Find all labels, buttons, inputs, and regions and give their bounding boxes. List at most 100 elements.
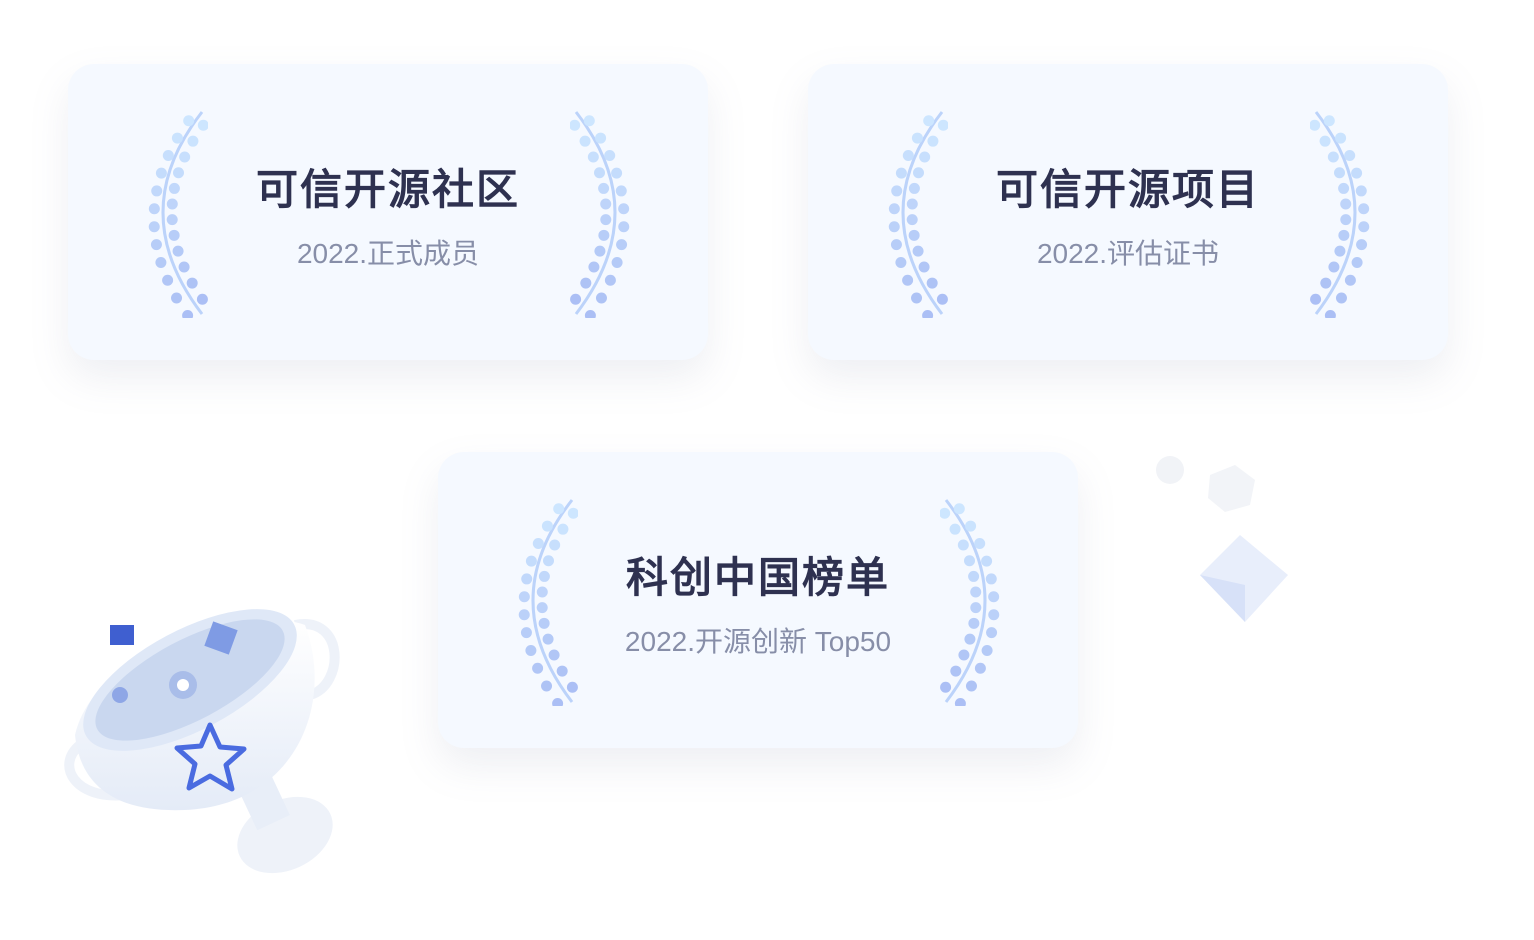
laurel-leaf	[171, 132, 183, 144]
laurel-leaf	[604, 274, 616, 286]
laurel-leaf	[566, 681, 578, 693]
laurel-leaf	[196, 293, 208, 305]
laurel-leaf	[1351, 256, 1363, 268]
laurel-leaf	[926, 277, 938, 289]
laurel-leaf	[927, 135, 939, 147]
laurel-leaf	[520, 627, 532, 639]
laurel-leaf	[179, 151, 191, 163]
laurel-leaf	[1320, 277, 1332, 289]
laurel-leaf	[1340, 214, 1352, 226]
laurel-stem	[161, 111, 204, 315]
laurel-leaf	[532, 538, 544, 550]
laurel-leaf	[538, 570, 550, 582]
laurel-leaf	[168, 229, 180, 241]
award-subtitle: 2022.评估证书	[1036, 238, 1220, 269]
laurel-leaf	[584, 310, 596, 318]
laurel-leaf	[1334, 167, 1346, 179]
laurel-leaf	[567, 507, 578, 519]
laurel-leaf	[148, 221, 160, 233]
laurel-leaf	[895, 167, 907, 179]
laurel-leaf	[556, 665, 568, 677]
laurel-leaf	[981, 644, 993, 656]
laurel-leaf	[541, 680, 553, 692]
laurel-leaf	[923, 115, 935, 127]
laurel-leaf	[197, 119, 208, 131]
laurel-leaf	[178, 261, 190, 273]
laurel-leaf	[965, 680, 977, 692]
laurel-leaf	[162, 150, 174, 162]
laurel-leaf	[888, 221, 900, 233]
laurel-leaf	[902, 150, 914, 162]
laurel-leaf	[958, 649, 970, 661]
laurel-leaf	[974, 662, 986, 674]
laurel-leaf	[1319, 135, 1331, 147]
laurel-leaf	[536, 586, 548, 598]
laurel-leaf	[525, 555, 537, 567]
laurel-leaf	[912, 167, 924, 179]
laurel-leaf	[532, 662, 544, 674]
laurel-leaf	[548, 649, 560, 661]
laurel-leaf	[150, 239, 162, 251]
laurel-leaf	[1356, 239, 1368, 251]
laurel-leaf	[579, 135, 591, 147]
laurel-leaf	[1335, 132, 1347, 144]
laurel-leaf	[902, 274, 914, 286]
award-subtitle: 2022.正式成员	[296, 238, 480, 269]
laurel-leaf	[965, 520, 977, 532]
laurel-leaf	[541, 520, 553, 532]
laurel-leaf	[162, 274, 174, 286]
laurel-leaf	[895, 256, 907, 268]
laurel-leaf	[557, 523, 569, 535]
laurel-leaf	[988, 591, 1000, 603]
laurel-leaf	[186, 277, 198, 289]
laurel-leaf	[911, 132, 923, 144]
laurel-leaf	[964, 555, 976, 567]
laurel-leaf	[964, 633, 976, 645]
laurel-leaf	[600, 214, 612, 226]
laurel-leaf	[1344, 150, 1356, 162]
laurel-leaf	[986, 627, 998, 639]
laurel-leaf	[598, 182, 610, 194]
laurel-leaf	[172, 167, 184, 179]
laurel-leaf	[521, 573, 533, 585]
laurel-leaf	[906, 198, 918, 210]
laurel-leaf	[937, 119, 948, 131]
laurel-leaf	[595, 132, 607, 144]
laurel-leaf	[166, 198, 178, 210]
laurel-stem	[901, 111, 944, 315]
award-subtitle: 2022.开源创新 Top50	[624, 626, 892, 657]
laurel-leaf	[148, 203, 160, 215]
award-title: 科创中国榜单	[625, 554, 890, 601]
laurel-leaf	[1323, 115, 1335, 127]
laurel-leaf	[950, 665, 962, 677]
laurel-leaf	[580, 277, 592, 289]
laurel-leaf	[166, 214, 178, 226]
laurel-right-icon	[940, 499, 1000, 706]
laurel-leaf	[949, 523, 961, 535]
laurel-leaf	[968, 570, 980, 582]
laurel-leaf	[518, 609, 530, 621]
laurel-leaf	[598, 229, 610, 241]
laurel-stem	[944, 499, 987, 703]
laurel-leaf	[1338, 229, 1350, 241]
laurel-leaf	[1334, 245, 1346, 257]
trophy-illustration	[64, 609, 340, 874]
award-title: 可信开源社区	[255, 166, 520, 213]
laurel-leaf	[922, 310, 934, 318]
laurel-leaf	[890, 239, 902, 251]
laurel-leaf	[1335, 292, 1347, 304]
laurel-leaf	[151, 185, 163, 197]
award-title: 可信开源项目	[995, 166, 1260, 213]
laurel-leaf	[906, 214, 918, 226]
laurel-leaf	[594, 245, 606, 257]
award-card-kechuang-china: 科创中国榜单 2022.开源创新 Top50	[438, 452, 1078, 748]
laurel-leaf	[957, 539, 969, 551]
laurel-leaf	[985, 573, 997, 585]
laurel-leaf	[542, 633, 554, 645]
laurel-leaf	[953, 503, 965, 515]
laurel-leaf	[616, 239, 628, 251]
laurel-leaf	[888, 203, 900, 215]
laurel-leaf	[542, 555, 554, 567]
laurel-leaf	[538, 617, 550, 629]
laurel-leaf	[911, 292, 923, 304]
